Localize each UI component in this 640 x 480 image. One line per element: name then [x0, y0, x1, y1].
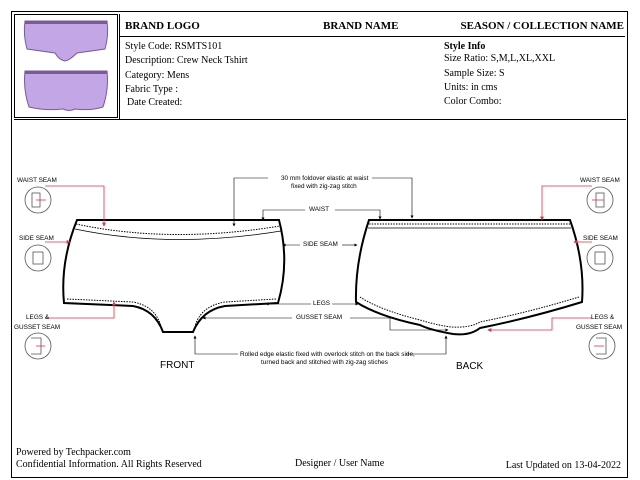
right-legs-callout [487, 317, 592, 332]
waist-callout-left [261, 209, 305, 221]
powered-by: Powered by Techpacker.com [16, 447, 131, 458]
side-seam-right-label: SIDE SEAM [583, 235, 618, 242]
waist-callout-right [335, 209, 382, 220]
garment-thumbnail [14, 14, 118, 118]
elastic-callout-left [232, 177, 268, 227]
date-created: Date Created: [127, 97, 183, 108]
legs-gusset-right-label-1: LEGS & [591, 314, 615, 321]
brand-logo: BRAND LOGO [125, 20, 200, 32]
back-outline [354, 219, 584, 336]
right-detail-icons [586, 186, 616, 360]
description: Description: Crew Neck Tshirt [125, 55, 248, 66]
front-view-label: FRONT [160, 360, 195, 371]
last-updated: Last Updated on 13-04-2022 [505, 460, 621, 471]
front-waistband-stitch [75, 223, 281, 236]
left-waist-seam-callout [45, 185, 106, 227]
designer-name: Designer / User Name [295, 458, 385, 469]
color-combo: Color Combo: [444, 96, 502, 107]
legs-gusset-left-label-1: LEGS & [26, 314, 50, 321]
back-leg-stitch [359, 296, 580, 328]
left-callouts [45, 185, 116, 319]
thumbnail-back-shape [24, 70, 108, 111]
back-view-label: BACK [456, 361, 484, 372]
center-callouts [193, 177, 449, 355]
style-code: Style Code: RSMTS101 [125, 41, 223, 52]
waist-seam-right-label: WAIST SEAM [580, 177, 620, 184]
right-callouts [487, 185, 592, 332]
fabric-type: Fabric Type : [125, 84, 178, 95]
left-detail-icons [24, 186, 52, 360]
sample-size: Sample Size: S [444, 68, 505, 79]
elastic-callout-right [372, 177, 414, 219]
units: Units: in cms [444, 82, 498, 93]
legs-gusset-left-label-2: GUSSET SEAM [14, 324, 61, 331]
front-outline [62, 219, 286, 333]
gusset-callout-right [350, 317, 449, 332]
rolled-note-line1: Rolled edge elastic fixed with overlock … [240, 351, 415, 358]
legs-label: LEGS [313, 300, 331, 307]
elastic-note-line1: 30 mm foldover elastic at waist [281, 175, 369, 182]
front-waistband-stitch-2 [74, 228, 282, 240]
elastic-note-line2: fixed with zig-zag stitch [291, 183, 357, 190]
rolled-callout-left [193, 335, 238, 355]
thumbnail-front-shape [23, 20, 109, 62]
right-waist-seam-callout [540, 185, 592, 221]
confidential-note: Confidential Information. All Rights Res… [16, 459, 202, 470]
thumbnail-back-waistband [25, 71, 107, 74]
left-legs-callout [45, 301, 116, 319]
size-ratio: Size Ratio: S,M,L,XL,XXL [444, 53, 556, 64]
side-seam-center-label: SIDE SEAM [303, 241, 338, 248]
techpack-frame [11, 11, 628, 478]
thumbnail-image [23, 20, 109, 111]
category: Category: Mens [125, 70, 190, 81]
waist-label: WAIST [309, 206, 329, 213]
header-rule [120, 36, 625, 37]
front-leg-stitch-right [194, 298, 277, 327]
thumbnail-front-waistband [25, 21, 107, 24]
legs-gusset-right-label-2: GUSSET SEAM [576, 324, 623, 331]
header-bottom-rule [14, 119, 626, 120]
gusset-seam-label: GUSSET SEAM [296, 314, 343, 321]
header-divider [119, 14, 120, 120]
front-leg-stitch-left [66, 298, 162, 327]
side-seam-left-label: SIDE SEAM [19, 235, 54, 242]
rolled-note-line2: turned back and stitched with zig-zag st… [261, 359, 388, 366]
rolled-callout-right [406, 335, 448, 355]
brand-name: BRAND NAME [323, 20, 399, 32]
style-info-title: Style Info [444, 41, 486, 52]
front-garment [62, 219, 286, 333]
back-garment [354, 219, 584, 336]
waist-seam-left-label: WAIST SEAM [17, 177, 57, 184]
season-collection: SEASON / COLLECTION NAME [460, 20, 624, 32]
